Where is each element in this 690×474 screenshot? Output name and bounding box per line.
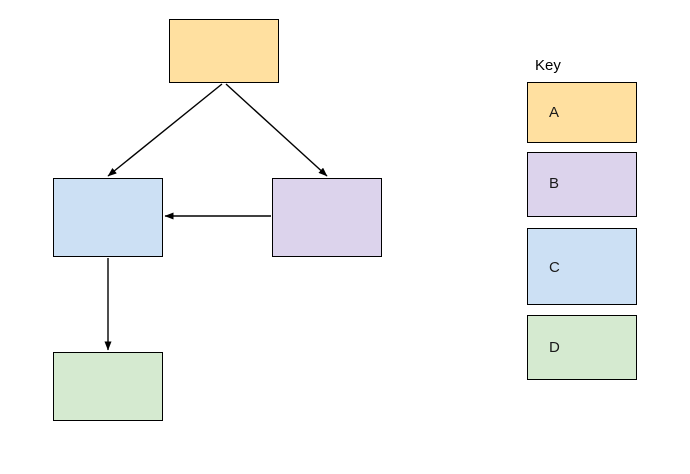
legend-swatch-c[interactable] <box>527 228 637 305</box>
node-c-left[interactable] <box>53 178 163 257</box>
legend-swatch-label-a: A <box>549 104 560 121</box>
legend-swatch-b[interactable] <box>527 152 637 217</box>
legend-swatch-label-c: C <box>549 259 560 276</box>
node-a-top[interactable] <box>169 19 279 83</box>
legend-swatch-label-d: D <box>549 339 560 356</box>
edge-a-to-c <box>107 83 223 177</box>
node-d-bottom[interactable] <box>53 352 163 421</box>
legend-swatch-a[interactable] <box>527 82 637 143</box>
legend-title: Key <box>535 57 561 74</box>
edge-a-to-b <box>225 83 328 177</box>
legend-swatch-label-b: B <box>549 175 560 192</box>
legend-swatch-d[interactable] <box>527 315 637 380</box>
node-b-right[interactable] <box>272 178 382 257</box>
